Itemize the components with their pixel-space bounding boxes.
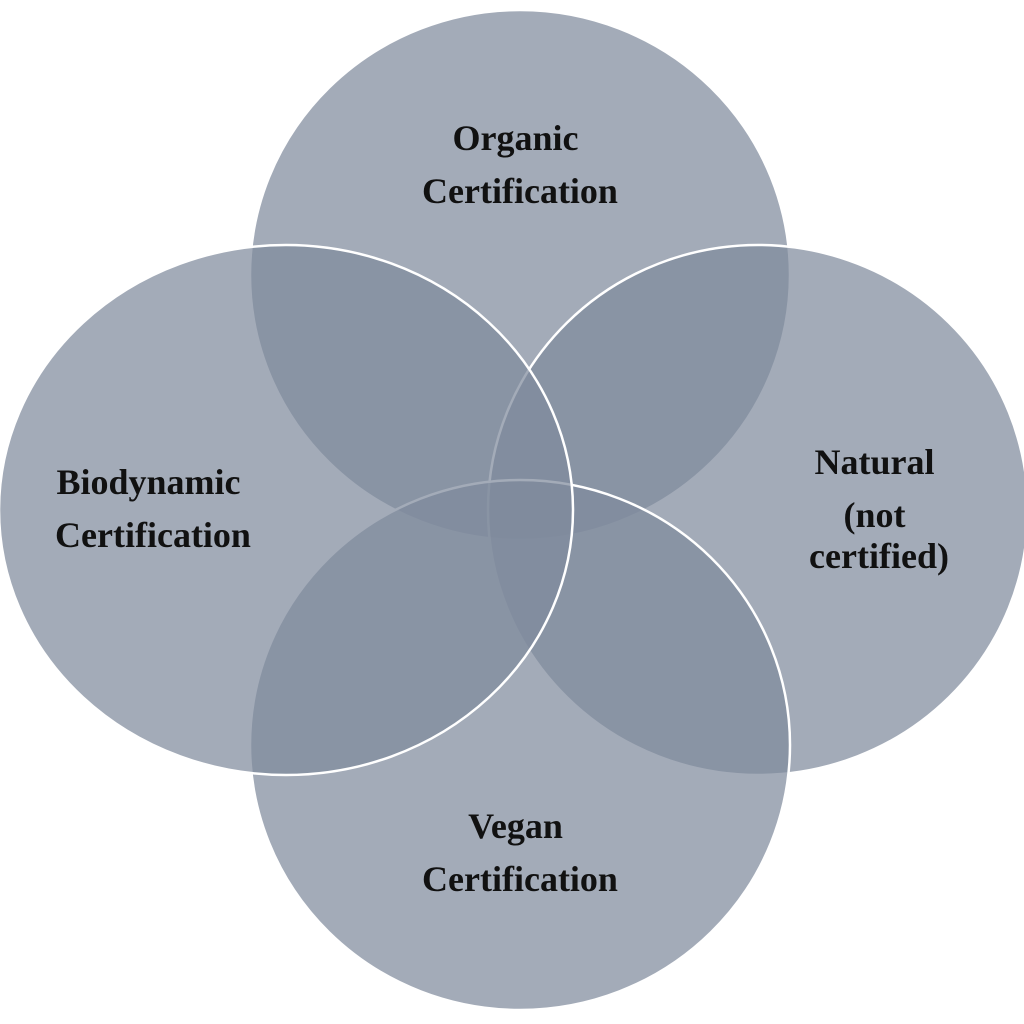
- label-natural: Natural (not certified): [809, 442, 949, 576]
- circle-biodynamic: [0, 243, 575, 777]
- label-organic: Organic Certification: [422, 118, 618, 211]
- venn-circles: [0, 8, 1024, 1012]
- label-vegan-line-2: Certification: [422, 859, 618, 899]
- label-biodynamic-line-1: Biodynamic: [56, 462, 240, 502]
- venn-labels: Organic Certification Natural (not certi…: [55, 118, 949, 899]
- label-biodynamic: Biodynamic Certification: [55, 462, 251, 555]
- label-organic-line-2: Certification: [422, 171, 618, 211]
- label-organic-line-1: Organic: [453, 118, 579, 158]
- label-natural-line-3: certified): [809, 536, 949, 576]
- label-natural-line-2: (not: [844, 495, 906, 535]
- label-vegan-line-1: Vegan: [468, 806, 563, 846]
- label-natural-line-1: Natural: [815, 442, 935, 482]
- label-biodynamic-line-2: Certification: [55, 515, 251, 555]
- label-vegan: Vegan Certification: [422, 806, 618, 899]
